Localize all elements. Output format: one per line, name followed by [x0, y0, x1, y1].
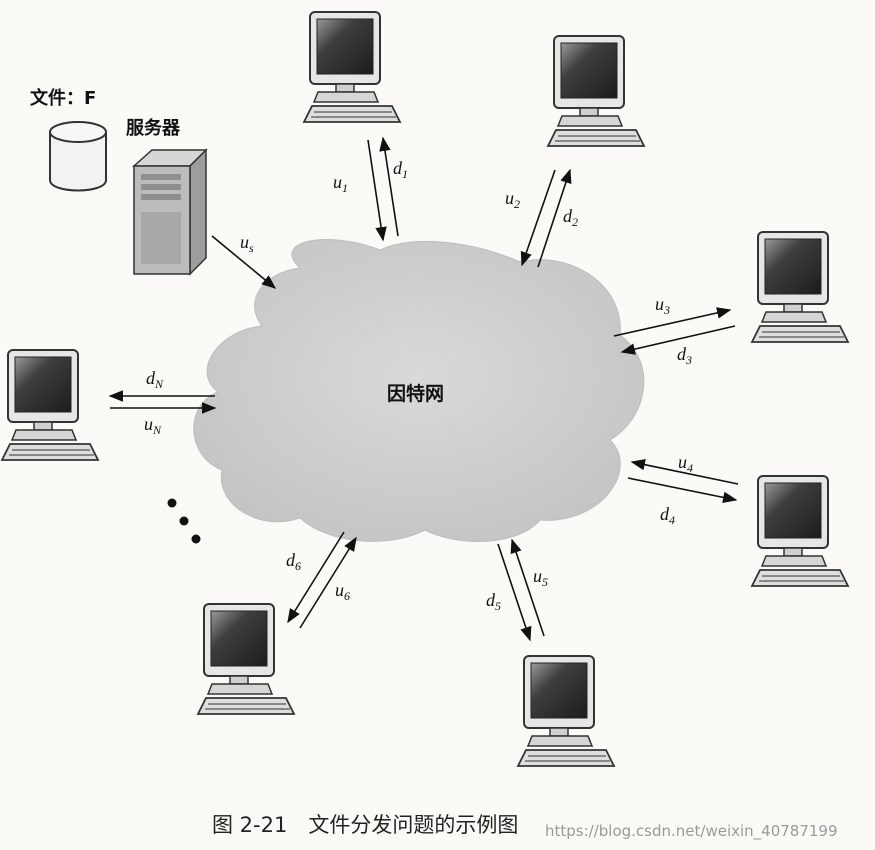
svg-text:d4: d4: [660, 504, 675, 527]
peer-computer-6: u6 d6: [197, 531, 357, 715]
peer-computer-2: u2 d2: [505, 35, 645, 268]
svg-text:d1: d1: [393, 158, 408, 181]
svg-text:u2: u2: [505, 188, 520, 211]
server-upload-link: us: [211, 232, 277, 289]
svg-text:u4: u4: [678, 452, 693, 475]
svg-text:d6: d6: [286, 550, 301, 573]
peer-computer-1: u1 d1: [303, 11, 408, 242]
watermark: https://blog.csdn.net/weixin_40787199: [545, 822, 838, 841]
file-label: 文件：F: [30, 87, 96, 109]
svg-text:d3: d3: [677, 344, 692, 367]
server: 服务器: [126, 117, 208, 276]
more-peers-dots: [167, 498, 201, 544]
peer-computer-n: dN uN: [1, 349, 217, 461]
svg-text:d2: d2: [563, 206, 578, 229]
database-icon: [49, 121, 107, 192]
internet-label: 因特网: [387, 383, 444, 405]
internet-cloud: 因特网: [193, 239, 645, 542]
svg-text:d5: d5: [486, 590, 501, 613]
peer-computer-4: u4 d4: [627, 452, 849, 587]
peer-computer-5: u5 d5: [486, 538, 615, 767]
svg-text:uN: uN: [144, 414, 162, 437]
svg-text:u6: u6: [335, 580, 350, 603]
svg-text:us: us: [240, 232, 254, 255]
peer-computer-3: u3 d3: [613, 231, 849, 367]
server-tower-icon: [132, 148, 208, 276]
server-label: 服务器: [126, 117, 181, 139]
svg-text:u3: u3: [655, 294, 670, 317]
svg-text:u1: u1: [333, 172, 348, 195]
figure-caption: 图 2-21 文件分发问题的示例图: [212, 813, 518, 837]
svg-text:u5: u5: [533, 566, 548, 589]
svg-text:dN: dN: [146, 368, 164, 391]
file-database: 文件：F: [30, 87, 107, 192]
